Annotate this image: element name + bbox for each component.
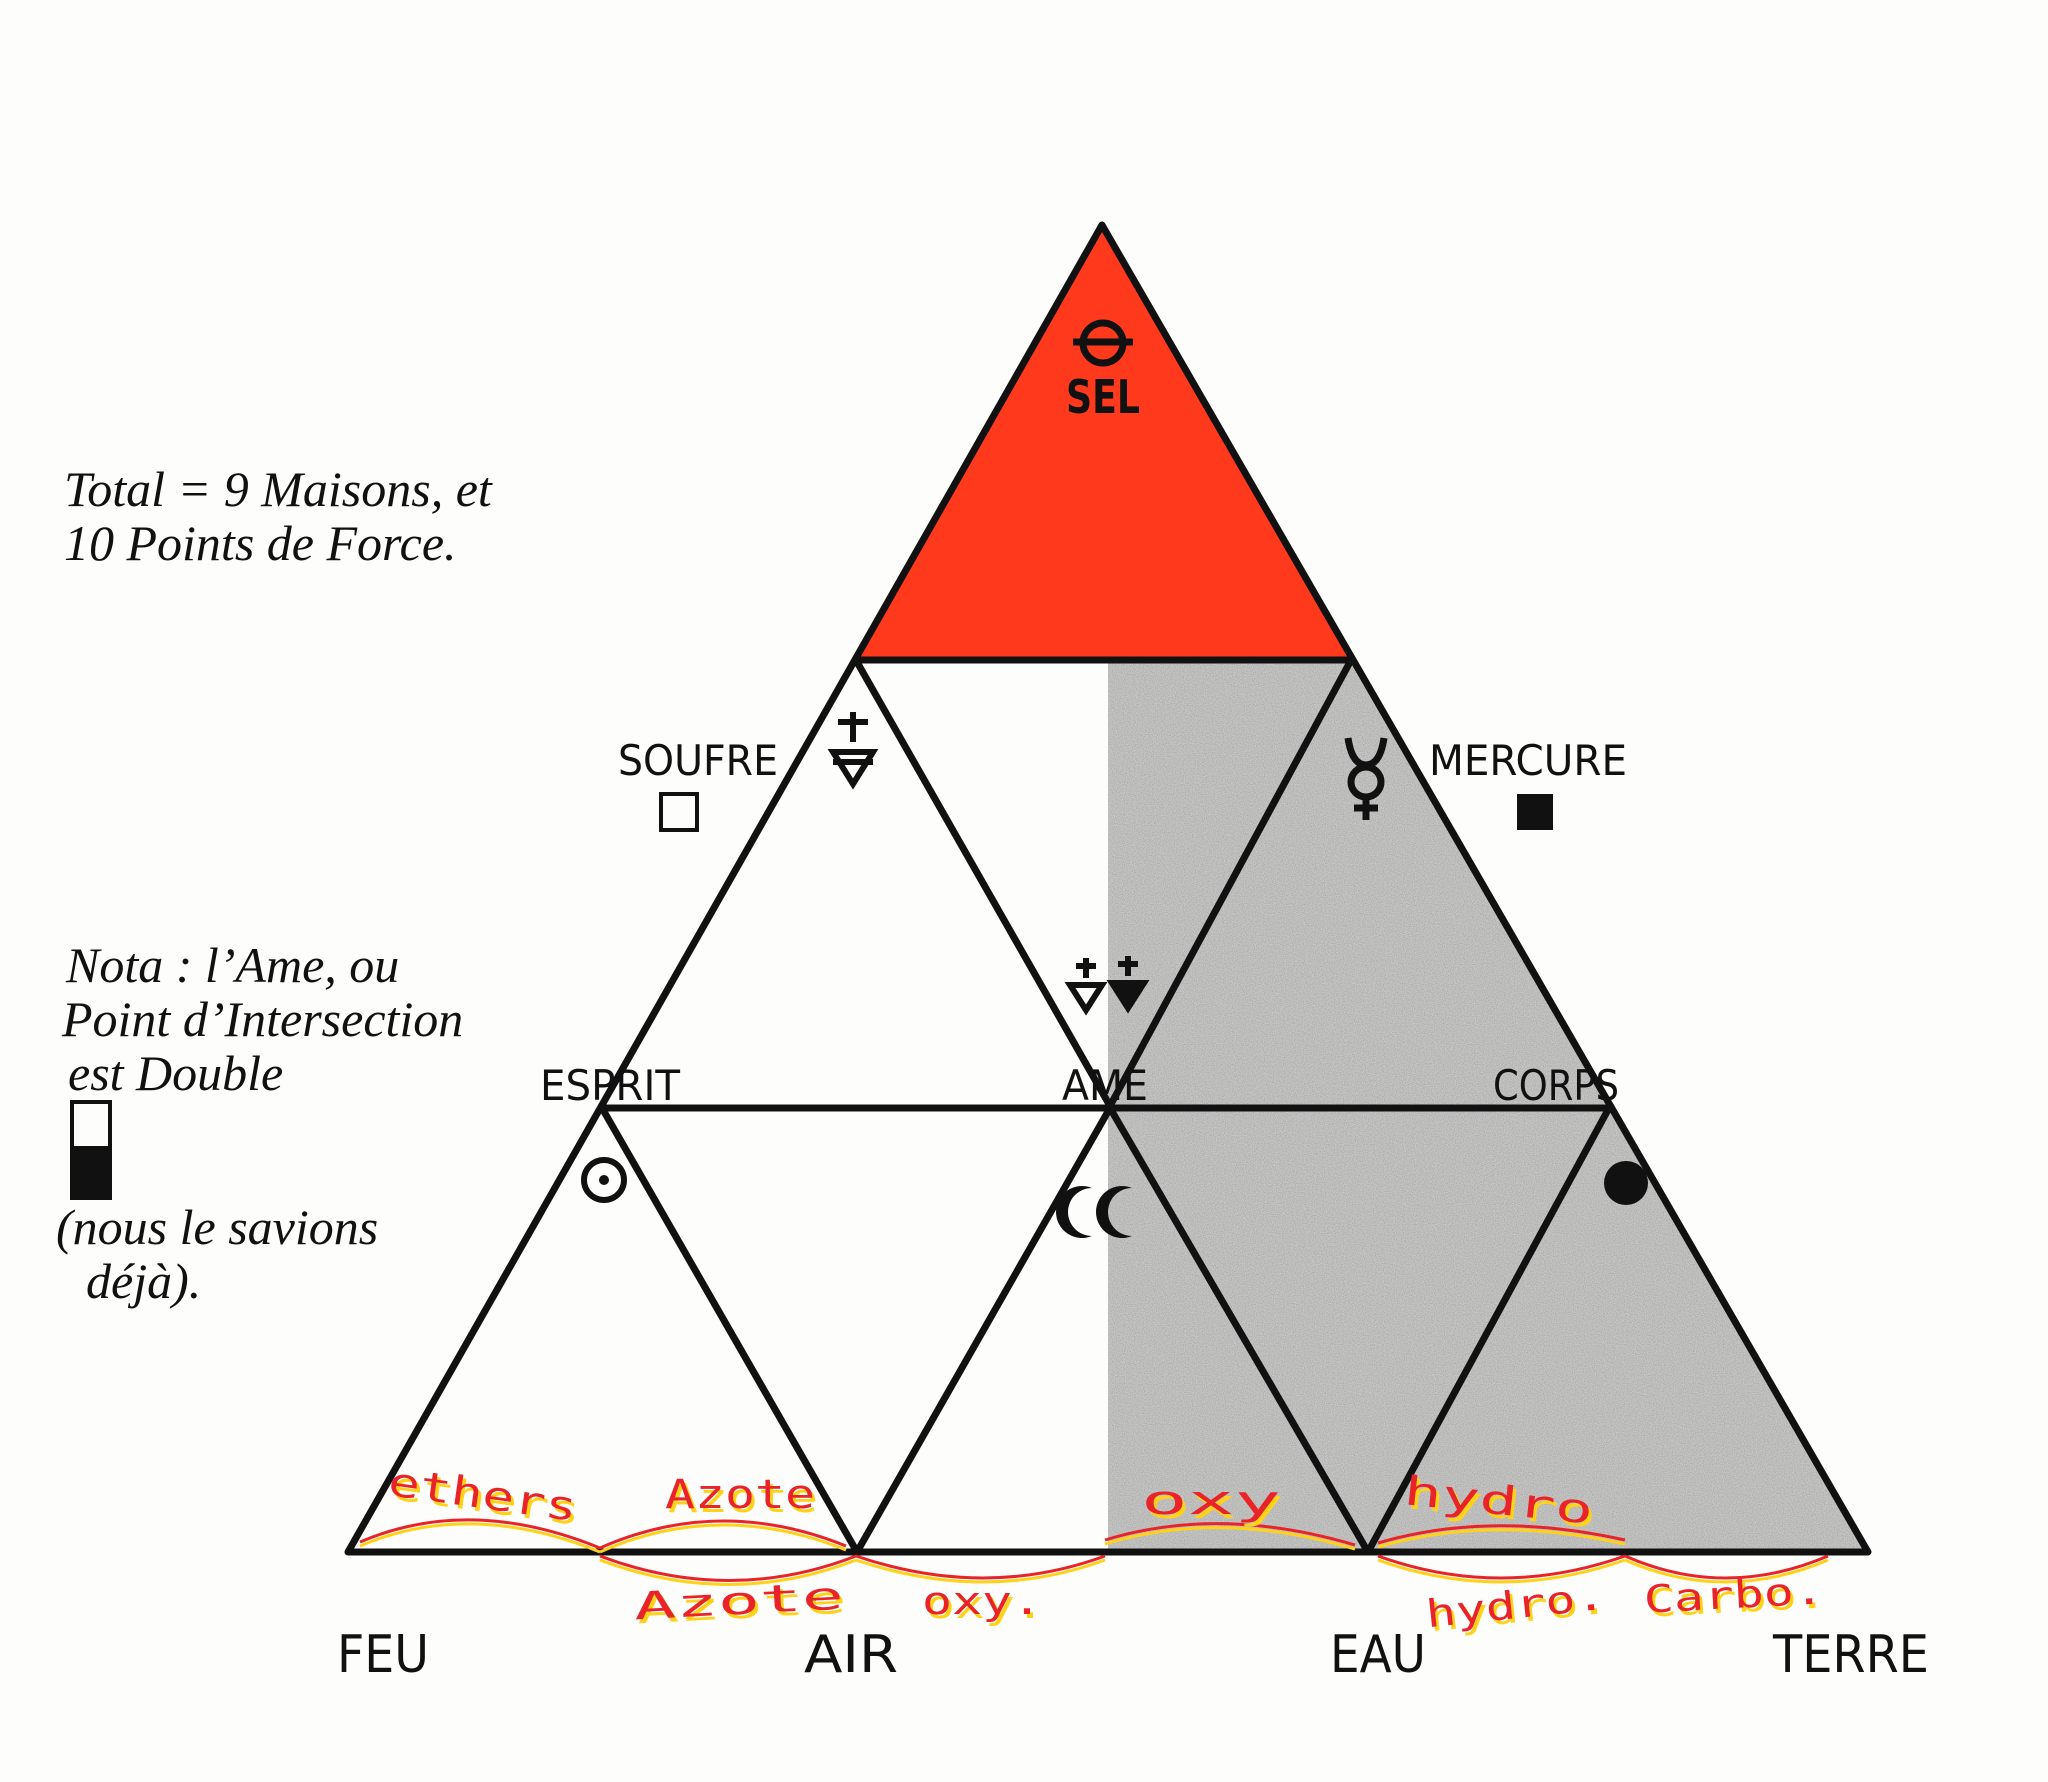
ame-label: AME — [1062, 1061, 1148, 1110]
line-mercure-diagonal — [1106, 660, 1354, 1108]
hand-azote-lower: Azote — [633, 1574, 845, 1629]
filled-circle-icon — [1604, 1161, 1648, 1205]
black-half-square-icon — [70, 1150, 112, 1200]
handwritten-upper: ethers ethers Azote Azote oxy oxy hydro … — [385, 1459, 1598, 1538]
total-note-line-1: Total = 9 Maisons, et — [64, 461, 492, 517]
esprit-label: ESPRIT — [540, 1061, 680, 1110]
line-esprit-diagonal — [598, 1106, 861, 1554]
hand-oxy-lower: oxy. — [922, 1579, 1042, 1623]
hand-oxy-upper-shadow: oxy — [1144, 1482, 1284, 1528]
sel-label: SEL — [1066, 370, 1140, 424]
hand-hydro-lower: hydro. — [1424, 1574, 1608, 1637]
nota-double-text: est Double — [68, 1045, 284, 1101]
total-note: Total = 9 Maisons, et 10 Points de Force… — [64, 462, 492, 570]
line-corps-diagonal — [1364, 1106, 1613, 1554]
handwritten-lower: Azote Azote oxy. oxy. hydro. hydro. Carb… — [633, 1568, 1828, 1640]
salt-symbol-icon — [1073, 319, 1133, 367]
triangle-lines — [344, 221, 1872, 1556]
nota-note-line-2: Point d’Intersection — [62, 991, 464, 1047]
sun-symbol-icon — [581, 1157, 627, 1203]
hand-oxy-upper: oxy — [1141, 1478, 1281, 1524]
mercure-label: MERCURE — [1429, 736, 1627, 785]
soufre-label: SOUFRE — [618, 736, 778, 785]
line-ame-right-diagonal — [1106, 1106, 1372, 1554]
line-ame-left-diagonal — [853, 1106, 1114, 1554]
mercury-symbol-icon — [1344, 737, 1388, 820]
nota-note-line-3: est Double — [68, 1046, 463, 1200]
corps-label: CORPS — [1493, 1061, 1619, 1110]
hand-azote-upper: Azote — [665, 1472, 815, 1518]
hand-carbo-lower: Carbo. — [1643, 1568, 1825, 1621]
double-square-icon — [70, 1100, 463, 1200]
hand-azote-upper-shadow: Azote — [668, 1476, 818, 1522]
total-note-line-2: 10 Points de Force. — [64, 515, 457, 571]
nota-note: Nota : l’Ame, ou Point d’Intersection es… — [56, 937, 464, 1309]
empty-square-icon — [659, 792, 699, 832]
sel-triangle — [857, 225, 1350, 659]
white-half-square-icon — [70, 1100, 112, 1150]
handwritten-arcs — [359, 1518, 1829, 1586]
air-label: AIR — [804, 1625, 898, 1685]
hand-carbo-lower-shadow: Carbo. — [1646, 1572, 1828, 1625]
terre-label: TERRE — [1772, 1625, 1929, 1685]
outer-triangle — [344, 221, 1872, 1556]
filled-square-icon — [1517, 794, 1553, 830]
sulfur-symbol-icon — [827, 712, 879, 790]
hand-oxy-lower-shadow: oxy. — [925, 1583, 1045, 1627]
nota-note-line-4: (nous le savions — [56, 1199, 379, 1255]
double-moon-icon — [1055, 1186, 1132, 1239]
eau-label: EAU — [1330, 1625, 1426, 1685]
feu-label: FEU — [337, 1625, 429, 1685]
nota-note-line-5: déjà). — [86, 1253, 202, 1309]
double-sulfur-symbol-icon — [1064, 956, 1150, 1016]
hand-azote-lower-shadow: Azote — [636, 1578, 848, 1633]
line-soufre-diagonal — [853, 660, 1114, 1108]
nota-note-line-1: Nota : l’Ame, ou — [66, 937, 400, 993]
